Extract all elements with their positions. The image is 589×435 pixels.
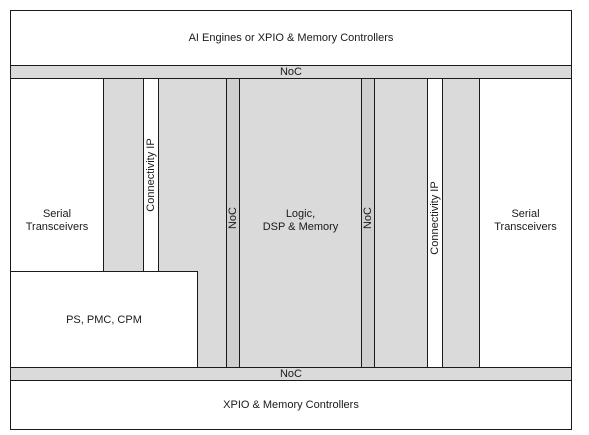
- connectivity-ip-left: Connectivity IP: [143, 78, 159, 272]
- connectivity-ip-left-label: Connectivity IP: [145, 138, 157, 212]
- noc-top-strip: NoC: [10, 65, 572, 79]
- connectivity-ip-right-label: Connectivity IP: [429, 181, 441, 255]
- serial-transceivers-left-label: Serial Transceivers: [25, 208, 89, 233]
- noc-vertical-left-label: NoC: [227, 206, 239, 230]
- noc-vertical-left: NoC: [226, 78, 240, 368]
- ps-pmc-cpm-block: PS, PMC, CPM: [10, 271, 198, 368]
- ps-pmc-cpm-label: PS, PMC, CPM: [66, 313, 142, 326]
- noc-vertical-right-label: NoC: [362, 206, 374, 230]
- ai-engines-block: AI Engines or XPIO & Memory Controllers: [10, 10, 572, 66]
- serial-transceivers-right: Serial Transceivers: [479, 78, 572, 368]
- logic-dsp-memory-label: Logic, DSP & Memory: [262, 208, 339, 233]
- serial-transceivers-left: Serial Transceivers: [10, 78, 104, 272]
- noc-top-label: NoC: [279, 66, 302, 78]
- xpio-memory-block: XPIO & Memory Controllers: [10, 380, 572, 430]
- noc-vertical-right: NoC: [361, 78, 375, 368]
- noc-bottom-label: NoC: [279, 368, 302, 380]
- noc-bottom-strip: NoC: [10, 367, 572, 381]
- connectivity-ip-right: Connectivity IP: [427, 78, 443, 368]
- xpio-memory-label: XPIO & Memory Controllers: [223, 399, 359, 411]
- ai-engines-label: AI Engines or XPIO & Memory Controllers: [188, 32, 394, 44]
- serial-transceivers-right-label: Serial Transceivers: [494, 208, 557, 233]
